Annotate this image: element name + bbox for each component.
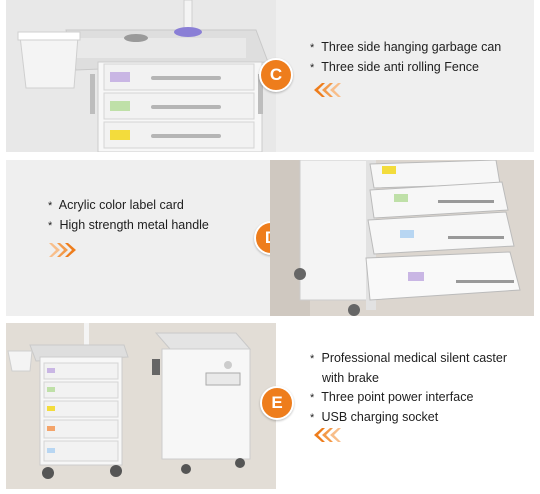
section-badge-e: E	[260, 386, 294, 420]
feature-list-d: * Acrylic color label card * High streng…	[48, 196, 209, 236]
feature-item: with brake	[322, 371, 379, 385]
feature-item: * Three side hanging garbage can	[310, 38, 501, 58]
star-bullet-icon: *	[310, 353, 315, 365]
feature-item: * Acrylic color label card	[48, 196, 209, 216]
feature-panel-c: C * Three side hanging garbage can * Thr…	[6, 0, 534, 152]
drawers-illustration	[270, 160, 534, 316]
feature-list-c: * Three side hanging garbage can * Three…	[310, 38, 501, 78]
double-chevron-left-icon	[314, 83, 341, 97]
drawers-open-photo	[270, 160, 534, 316]
feature-item: * USB charging socket	[310, 408, 507, 428]
star-bullet-icon: *	[310, 392, 315, 404]
star-bullet-icon: *	[310, 412, 315, 424]
cart-top-photo	[6, 0, 276, 152]
feature-panel-e: E * Professional medical silent caster w…	[6, 323, 534, 489]
star-bullet-icon: *	[48, 200, 53, 212]
feature-item: * Professional medical silent caster	[310, 349, 507, 369]
double-chevron-right-icon	[49, 243, 76, 257]
cart-top-illustration	[6, 0, 276, 152]
section-badge-c: C	[259, 58, 293, 92]
star-bullet-icon: *	[310, 62, 315, 74]
cart-full-illustration	[6, 323, 276, 489]
feature-item: * Three side anti rolling Fence	[310, 58, 501, 78]
feature-panel-d: * Acrylic color label card * High streng…	[6, 160, 534, 316]
double-chevron-left-icon	[314, 428, 341, 442]
star-bullet-icon: *	[310, 42, 315, 54]
feature-item: * Three point power interface	[310, 388, 507, 408]
feature-list-e: * Professional medical silent caster wit…	[310, 349, 507, 428]
star-bullet-icon: *	[48, 220, 53, 232]
cart-full-photo	[6, 323, 276, 489]
feature-item: * High strength metal handle	[48, 216, 209, 236]
